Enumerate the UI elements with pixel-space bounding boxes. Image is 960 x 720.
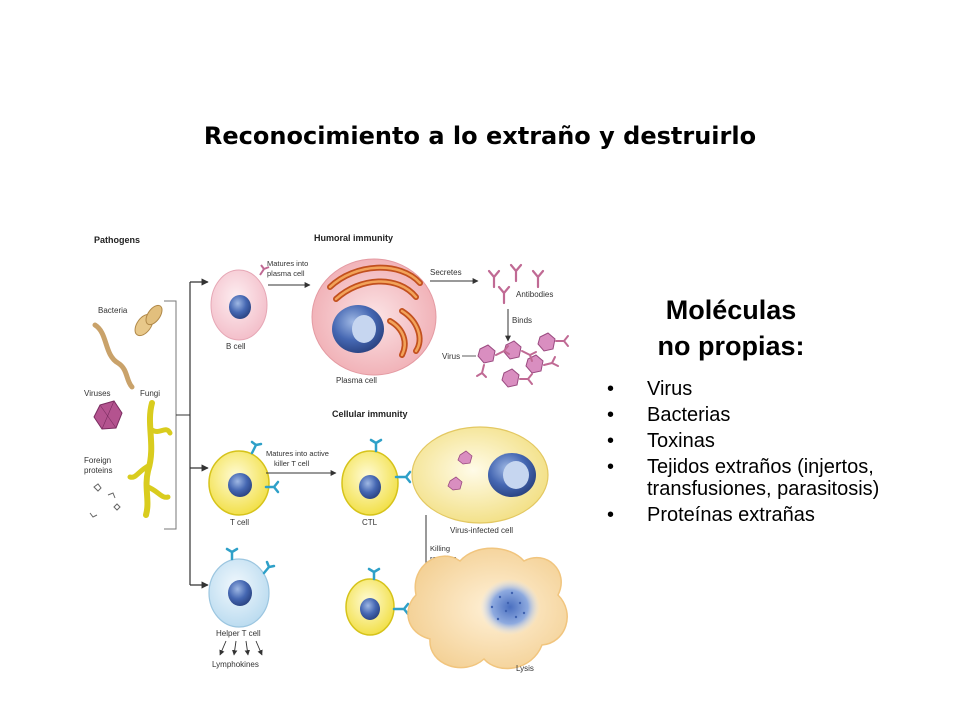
list-item-text: Virus bbox=[647, 378, 693, 400]
bullet-icon: • bbox=[607, 404, 615, 426]
list-item: • Virus bbox=[605, 378, 925, 400]
virus-antibody-complexes bbox=[476, 332, 569, 388]
label-plasma-cell: Plasma cell bbox=[336, 376, 377, 385]
label-matures-killer-2: killer T cell bbox=[274, 459, 309, 468]
ctl-cell bbox=[341, 438, 412, 516]
list-item-text: Bacterias bbox=[647, 404, 731, 426]
bacteria-icon bbox=[92, 304, 163, 390]
molecule-list: • Virus • Bacterias • Toxinas • Tejidos extr… bbox=[605, 378, 925, 530]
label-fungi: Fungi bbox=[140, 389, 160, 398]
label-matures-killer-1: Matures into active bbox=[266, 449, 329, 458]
list-item: • Toxinas bbox=[605, 430, 925, 452]
bullet-icon: • bbox=[607, 456, 615, 478]
b-cell bbox=[210, 264, 270, 341]
attacking-ctl-cell bbox=[345, 567, 410, 636]
helper-t-cell bbox=[208, 547, 276, 628]
slide-title: Reconocimiento a lo extraño y destruirlo bbox=[203, 122, 757, 150]
plasma-cell bbox=[311, 258, 437, 376]
label-b-cell: B cell bbox=[226, 342, 246, 351]
bullet-icon: • bbox=[607, 378, 615, 400]
fungi-icon bbox=[127, 400, 173, 518]
label-antibodies: Antibodies bbox=[516, 290, 553, 299]
label-killing-1: Killing bbox=[430, 544, 450, 553]
side-heading-line-1: Moléculas bbox=[665, 295, 797, 325]
label-binds: Binds bbox=[512, 316, 532, 325]
label-matures-plasma-2: plasma cell bbox=[267, 269, 305, 278]
list-item-text: Tejidos extraños (injertos, transfusione… bbox=[647, 456, 880, 500]
foreign-protein-icons bbox=[89, 483, 121, 518]
lysis-cell bbox=[407, 547, 568, 670]
list-item-text: Toxinas bbox=[647, 430, 715, 452]
list-item: • Bacterias bbox=[605, 404, 925, 426]
t-cell bbox=[208, 440, 280, 516]
label-ctl: CTL bbox=[362, 518, 378, 527]
label-secretes: Secretes bbox=[430, 268, 462, 277]
immune-response-diagram: Pathogens Bacteria Viruses Fungi Foreign… bbox=[84, 233, 569, 673]
label-foreign-2: proteins bbox=[84, 466, 112, 475]
label-helper-t-cell: Helper T cell bbox=[216, 629, 261, 638]
lymphokine-arrows bbox=[219, 640, 263, 656]
label-matures-plasma-1: Matures into bbox=[267, 259, 308, 268]
side-heading: Moléculas no propias: bbox=[600, 292, 862, 364]
virus-infected-cell bbox=[411, 426, 549, 524]
label-bacteria: Bacteria bbox=[98, 306, 128, 315]
label-foreign-1: Foreign bbox=[84, 456, 111, 465]
label-lymphokines: Lymphokines bbox=[212, 660, 259, 669]
side-heading-line-2: no propias: bbox=[657, 331, 805, 361]
label-viruses: Viruses bbox=[84, 389, 111, 398]
label-cellular-immunity: Cellular immunity bbox=[332, 409, 408, 419]
antibody-icons bbox=[487, 263, 545, 305]
label-t-cell: T cell bbox=[230, 518, 249, 527]
label-virus-infected-cell: Virus-infected cell bbox=[450, 526, 513, 535]
label-virus: Virus bbox=[442, 352, 460, 361]
list-item-text: Proteínas extrañas bbox=[647, 504, 815, 526]
bullet-icon: • bbox=[607, 504, 615, 526]
list-item: • Proteínas extrañas bbox=[605, 504, 925, 526]
label-lysis: Lysis bbox=[516, 664, 534, 673]
bullet-icon: • bbox=[607, 430, 615, 452]
label-humoral-immunity: Humoral immunity bbox=[314, 233, 393, 243]
label-pathogens: Pathogens bbox=[94, 235, 140, 245]
list-item: • Tejidos extraños (injertos, transfusion… bbox=[605, 456, 925, 500]
